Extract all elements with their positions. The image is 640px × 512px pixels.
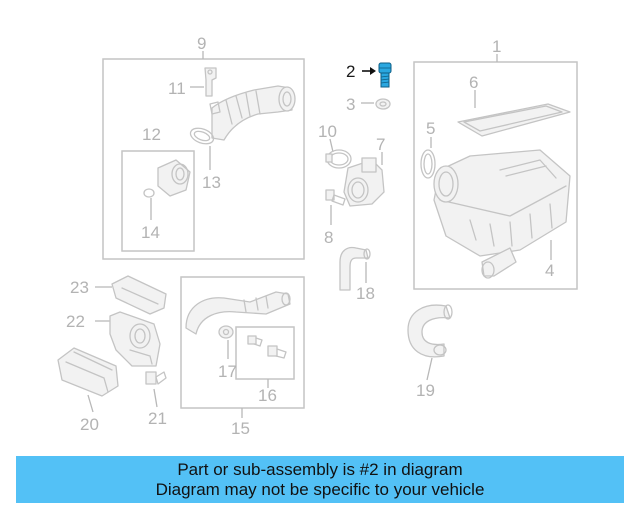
parts-diagram: 1 2 3 4 5 6 7 8 9 10 11 12 13 14 15 16 1… (57, 34, 578, 438)
leader-19 (426, 357, 433, 381)
part-2-bolt[interactable] (362, 62, 392, 88)
callout-15[interactable]: 15 (231, 419, 250, 438)
callout-6[interactable]: 6 (469, 73, 478, 92)
part-12-sensor-housing (157, 159, 191, 197)
part-20-bracket (57, 347, 119, 397)
callout-5[interactable]: 5 (426, 119, 435, 138)
callout-2[interactable]: 2 (346, 62, 355, 81)
callout-22[interactable]: 22 (66, 312, 85, 331)
callout-19[interactable]: 19 (416, 381, 435, 400)
part-19-intake-tube (407, 304, 453, 358)
callout-17[interactable]: 17 (218, 362, 237, 381)
callout-4[interactable]: 4 (545, 261, 554, 280)
callout-20[interactable]: 20 (80, 415, 99, 434)
leader-20 (87, 394, 94, 413)
group-box-1 (413, 61, 578, 290)
callout-10[interactable]: 10 (318, 122, 337, 141)
callout-12[interactable]: 12 (142, 125, 161, 144)
callout-7[interactable]: 7 (376, 135, 385, 154)
group-box-16 (235, 326, 295, 380)
callout-18[interactable]: 18 (356, 284, 375, 303)
callout-1[interactable]: 1 (492, 37, 501, 56)
group-box-12 (121, 150, 195, 252)
callout-13[interactable]: 13 (202, 173, 221, 192)
part-8-bolt (325, 189, 346, 206)
leader-21 (153, 388, 158, 408)
callout-3[interactable]: 3 (346, 95, 355, 114)
banner-line-2: Diagram may not be specific to your vehi… (155, 479, 485, 499)
part-17-bolt (218, 325, 234, 339)
banner-line-1: Part or sub-assembly is #2 in diagram (177, 459, 463, 479)
callout-9[interactable]: 9 (197, 34, 206, 53)
part-13-seal (189, 127, 215, 145)
leader-10 (329, 138, 334, 153)
part-3-washer (375, 98, 391, 110)
part-22-housing (109, 311, 161, 367)
callout-21[interactable]: 21 (148, 409, 167, 428)
part-5-seal (420, 149, 436, 179)
callout-16[interactable]: 16 (258, 386, 277, 405)
part-11-clip (204, 67, 217, 97)
info-banner: Part or sub-assembly is #2 in diagram Di… (16, 456, 624, 503)
part-10-clamp (325, 149, 352, 169)
callout-14[interactable]: 14 (141, 223, 160, 242)
callout-8[interactable]: 8 (324, 228, 333, 247)
part-21-bolt (145, 371, 167, 385)
part-6-filter (457, 103, 571, 137)
callout-23[interactable]: 23 (70, 278, 89, 297)
part-16-bolts (247, 335, 287, 359)
part-23-cover (111, 275, 167, 315)
part-15-hose (185, 291, 291, 335)
part-4-air-cleaner-box (433, 149, 571, 279)
callout-11[interactable]: 11 (168, 79, 186, 98)
part-7-mass-airflow-sensor (343, 157, 385, 207)
part-18-hose (339, 246, 371, 291)
part-9-intake-duct (209, 85, 296, 141)
part-14-o-ring (143, 188, 155, 198)
